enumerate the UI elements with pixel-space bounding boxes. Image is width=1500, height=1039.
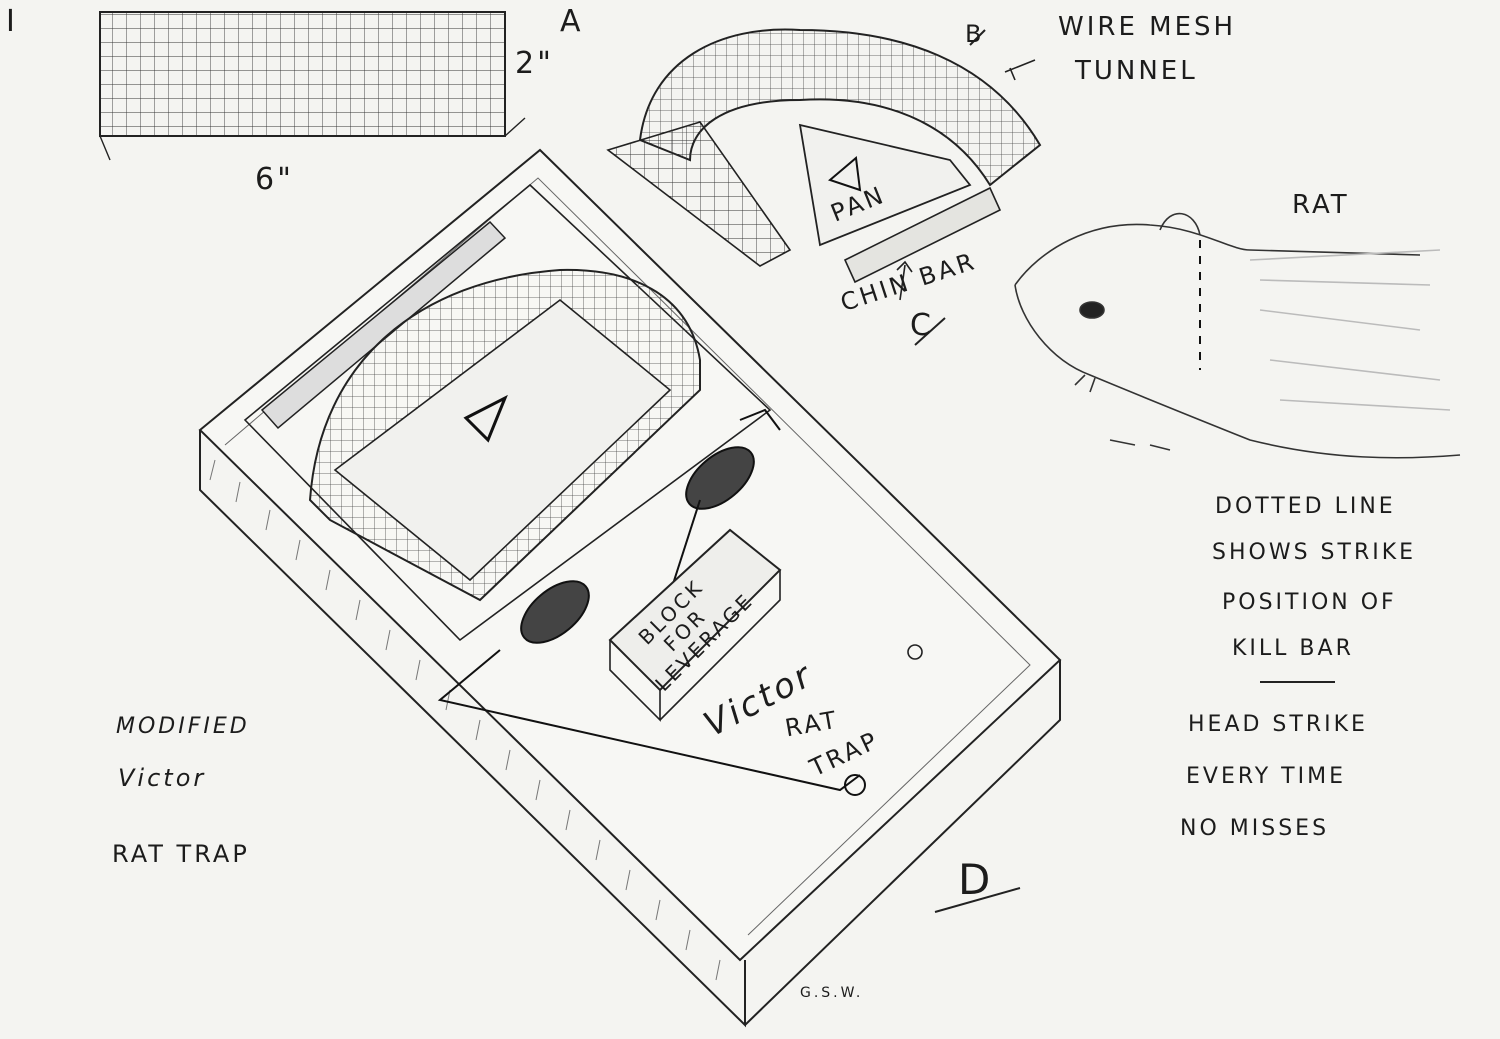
- underline-marks: [914, 29, 1335, 913]
- note-dotted-line3: POSITION OF: [1222, 590, 1397, 615]
- note-dotted-line2: SHOWS STRIKE: [1212, 540, 1417, 565]
- caption-line1: MODIFIED: [116, 714, 250, 739]
- trap-springs: [437, 408, 866, 796]
- caption-line2: Victor: [118, 764, 207, 792]
- rat-drawing: [1014, 212, 1461, 459]
- signature: G.S.W.: [800, 985, 864, 1001]
- mesh-sample-letter: A: [560, 4, 584, 39]
- claim-line1: HEAD STRIKE: [1188, 712, 1368, 737]
- trap-letter: D: [958, 855, 994, 904]
- mesh-sample: [99, 11, 526, 161]
- claim-line2: EVERY TIME: [1186, 764, 1346, 789]
- caption-line3: RAT TRAP: [112, 840, 250, 868]
- rat-label: RAT: [1292, 190, 1350, 220]
- leverage-block: [608, 528, 782, 722]
- chin-bar-letter: C: [910, 308, 934, 343]
- note-dotted-line1: DOTTED LINE: [1215, 494, 1396, 519]
- sheet-number: I: [6, 4, 18, 39]
- mesh-width-dimension: 6": [255, 162, 294, 197]
- tunnel-title-line2: TUNNEL: [1075, 56, 1198, 86]
- mounted-tunnel: [308, 268, 701, 602]
- standalone-tunnel: [606, 28, 1042, 301]
- claim-line3: NO MISSES: [1180, 816, 1330, 841]
- tunnel-title-line1: WIRE MESH: [1058, 12, 1237, 42]
- tunnel-letter: B: [965, 20, 985, 48]
- note-dotted-line4: KILL BAR: [1232, 636, 1354, 661]
- mesh-height-dimension: 2": [515, 46, 554, 81]
